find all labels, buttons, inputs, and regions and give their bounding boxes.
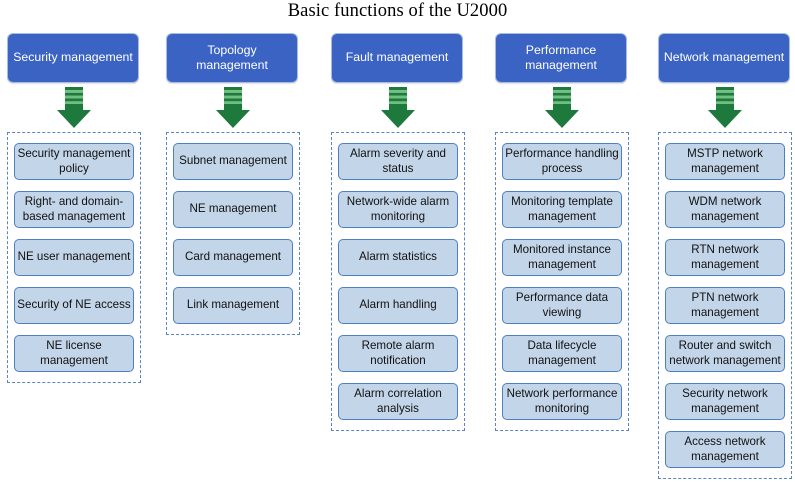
header-label: Performance management [525,42,597,73]
item-box[interactable]: Card management [173,239,293,276]
item-label: Alarm correlation analysis [354,387,442,415]
item-label: Subnet management [179,154,287,168]
item-box[interactable]: Subnet management [173,143,293,180]
group-container-topology-management [166,132,300,335]
item-label: Performance data viewing [515,291,609,319]
item-box[interactable]: PTN network management [665,287,785,324]
item-label: NE management [189,202,277,216]
item-label: NE user management [17,250,131,264]
item-label: Alarm severity and status [349,147,446,175]
item-box[interactable]: WDM network management [665,191,785,228]
header-label: Network management [663,50,785,65]
item-box[interactable]: Performance handling process [502,143,622,180]
item-box[interactable]: Network performance monitoring [502,383,622,420]
item-box[interactable]: Data lifecycle management [502,335,622,372]
item-box[interactable]: NE user management [14,239,134,276]
header-network-management[interactable]: Network management [658,33,790,83]
arrow-topology-management [216,87,250,128]
item-label: Data lifecycle management [527,339,597,367]
item-label: Performance handling process [505,147,619,175]
item-label: MSTP network management [687,147,763,175]
item-label: Monitoring template management [511,195,613,223]
item-label: Link management [186,298,280,312]
item-box[interactable]: Right- and domain-based management [14,191,134,228]
item-box[interactable]: Monitoring template management [502,191,622,228]
item-label: Remote alarm notification [361,339,435,367]
item-label: Security of NE access [17,298,131,312]
header-label: Fault management [345,50,449,65]
item-box[interactable]: Security management policy [14,143,134,180]
down-block-arrow-icon [57,87,91,128]
down-block-arrow-icon [708,87,742,128]
item-box[interactable]: Performance data viewing [502,287,622,324]
down-block-arrow-icon [381,87,415,128]
item-label: PTN network management [691,291,759,319]
item-label: Security network management [682,387,768,415]
item-box[interactable]: Security network management [665,383,785,420]
down-block-arrow-icon [545,87,579,128]
item-box[interactable]: NE license management [14,335,134,372]
item-label: Security management policy [17,147,131,175]
item-box[interactable]: NE management [173,191,293,228]
item-box[interactable]: MSTP network management [665,143,785,180]
arrow-fault-management [381,87,415,128]
group-container-fault-management [331,132,465,431]
item-box[interactable]: Link management [173,287,293,324]
item-label: Router and switch network management [669,339,781,367]
header-label: Security management [13,50,133,65]
item-label: RTN network management [691,243,759,271]
header-topology-management[interactable]: Topology management [166,33,298,83]
item-label: Alarm handling [359,298,437,312]
header-label: Topology management [196,42,268,73]
item-label: Network-wide alarm monitoring [346,195,450,223]
header-performance-management[interactable]: Performance management [495,33,627,83]
item-box[interactable]: Alarm handling [338,287,458,324]
item-box[interactable]: Network-wide alarm monitoring [338,191,458,228]
page-title: Basic functions of the U2000 [287,1,508,21]
item-box[interactable]: Remote alarm notification [338,335,458,372]
item-box[interactable]: Alarm severity and status [338,143,458,180]
item-box[interactable]: RTN network management [665,239,785,276]
item-box[interactable]: Access network management [665,431,785,468]
arrow-performance-management [545,87,579,128]
item-box[interactable]: Monitored instance management [502,239,622,276]
item-label: Right- and domain-based management [22,195,126,223]
item-label: Network performance monitoring [506,387,618,415]
item-label: Access network management [684,435,766,463]
group-container-security-management [7,132,141,383]
item-label: WDM network management [688,195,762,223]
group-container-performance-management [495,132,629,431]
arrow-network-management [708,87,742,128]
item-box[interactable]: Router and switch network management [665,335,785,372]
item-box[interactable]: Alarm correlation analysis [338,383,458,420]
item-box[interactable]: Security of NE access [14,287,134,324]
item-box[interactable]: Alarm statistics [338,239,458,276]
down-block-arrow-icon [216,87,250,128]
item-label: Alarm statistics [359,250,437,264]
item-label: NE license management [40,339,108,367]
header-fault-management[interactable]: Fault management [331,33,463,83]
group-container-network-management [658,132,792,479]
item-label: Card management [184,250,282,264]
arrow-security-management [57,87,91,128]
header-security-management[interactable]: Security management [7,33,139,83]
item-label: Monitored instance management [513,243,611,271]
